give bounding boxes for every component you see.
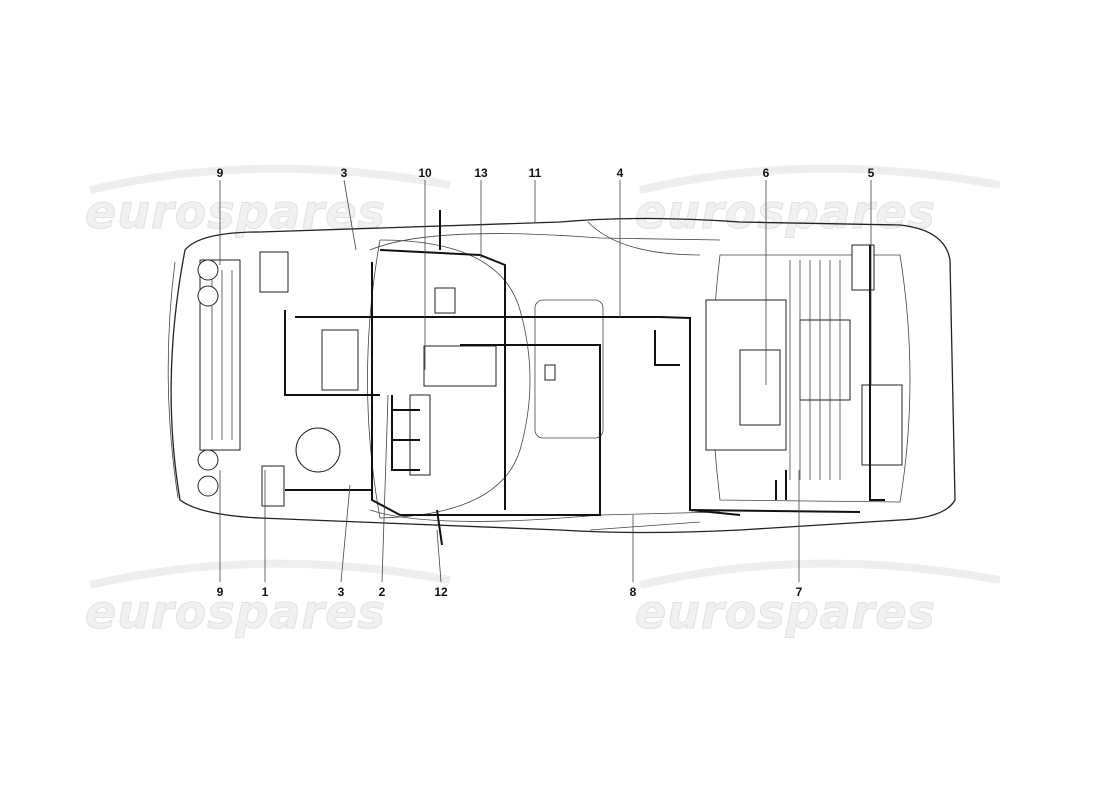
car-body-outline bbox=[167, 217, 956, 534]
callout-label: 9 bbox=[217, 166, 224, 180]
watermark: eurospares bbox=[85, 585, 386, 639]
callouts-top: 9 3 10 13 11 4 6 5 bbox=[217, 166, 875, 180]
callouts-bottom: 9 1 3 2 12 8 7 bbox=[217, 585, 803, 599]
callout-label: 12 bbox=[434, 585, 448, 599]
watermark: eurospares bbox=[635, 185, 936, 239]
callout-label: 3 bbox=[338, 585, 345, 599]
watermark: eurospares bbox=[635, 585, 936, 639]
callout-label: 11 bbox=[529, 166, 542, 180]
callout-label: 9 bbox=[217, 585, 224, 599]
callout-label: 1 bbox=[262, 585, 269, 599]
leader-lines bbox=[219, 179, 872, 583]
callout-label: 3 bbox=[341, 166, 348, 180]
callout-label: 2 bbox=[379, 585, 386, 599]
callout-label: 4 bbox=[617, 166, 624, 180]
callout-label: 5 bbox=[868, 166, 875, 180]
wiring-harness bbox=[284, 210, 885, 546]
callout-label: 8 bbox=[630, 585, 637, 599]
watermark: eurospares bbox=[85, 185, 386, 239]
watermark-group: eurospares eurospares eurospares eurospa… bbox=[85, 164, 1001, 640]
callout-label: 13 bbox=[474, 166, 488, 180]
callout-label: 6 bbox=[763, 166, 770, 180]
callout-label: 10 bbox=[418, 166, 432, 180]
callout-label: 7 bbox=[796, 585, 803, 599]
